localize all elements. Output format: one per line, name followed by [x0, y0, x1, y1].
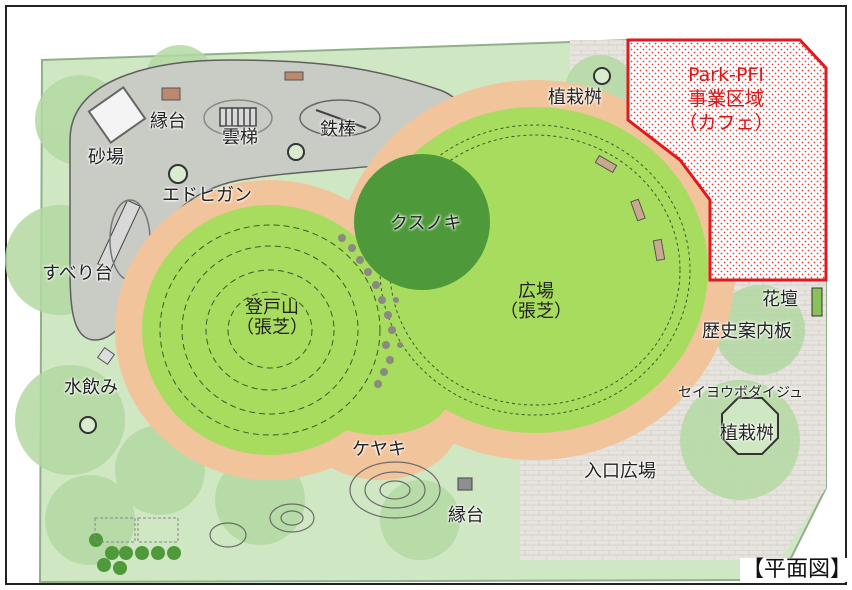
sw-shrubs	[89, 533, 181, 575]
stepping-stones	[338, 234, 403, 388]
flower-bed-shape	[811, 287, 823, 317]
kusunoki-tree	[354, 154, 490, 290]
label-bench-nw: 縁台	[150, 111, 186, 132]
park-pfi-label: Park-PFI 事業区域 （カフェ）	[656, 64, 796, 135]
label-tozan-sub: （張芝）	[236, 316, 308, 338]
sandbox-shape	[87, 85, 147, 145]
label-sandbox: 砂場	[88, 147, 124, 168]
label-planter-e: 植栽桝	[720, 423, 774, 444]
label-kusunoki: クスノキ	[390, 213, 462, 234]
label-edohigan: エドヒガン	[162, 185, 252, 206]
label-flower-bed: 花壇	[762, 289, 798, 310]
bench-s-shape	[457, 477, 473, 491]
label-hiroba-name: 広場	[518, 281, 554, 302]
map-title: 【平面図】	[740, 557, 852, 583]
park-pfi-line2: 事業区域	[687, 87, 764, 110]
park-pfi-line1: Park-PFI	[688, 64, 764, 86]
label-history-board: 歴史案内板	[702, 321, 792, 342]
label-planter-n: 植栽桝	[548, 87, 602, 108]
label-monkey-bars: 雲梯	[222, 127, 258, 148]
label-entrance-plaza: 入口広場	[584, 461, 656, 482]
label-hiroba-sub: （張芝）	[500, 300, 572, 322]
park-pfi-zone	[626, 38, 828, 282]
plaza-benches	[594, 154, 666, 262]
monkey-bars-shape	[203, 99, 273, 137]
label-iron-bar: 鉄棒	[320, 119, 356, 140]
label-slide: すべり台	[42, 263, 113, 284]
south-mounds	[209, 461, 441, 548]
label-keyaki: ケヤキ	[352, 439, 406, 460]
label-hiroba: 広場 （張芝）	[486, 282, 586, 322]
label-bench-s: 縁台	[448, 505, 484, 526]
label-seiyou-bodaiju: セイヨウボダイジュ	[678, 385, 804, 401]
park-pfi-line3: （カフェ）	[678, 111, 774, 134]
label-tozan: 登戸山 （張芝）	[222, 298, 322, 338]
label-drinking-fountain: 水飲み	[64, 377, 118, 398]
label-tozan-name: 登戸山	[245, 297, 299, 318]
bench-nw-shape	[161, 87, 181, 101]
planter-e-shape	[721, 397, 779, 455]
